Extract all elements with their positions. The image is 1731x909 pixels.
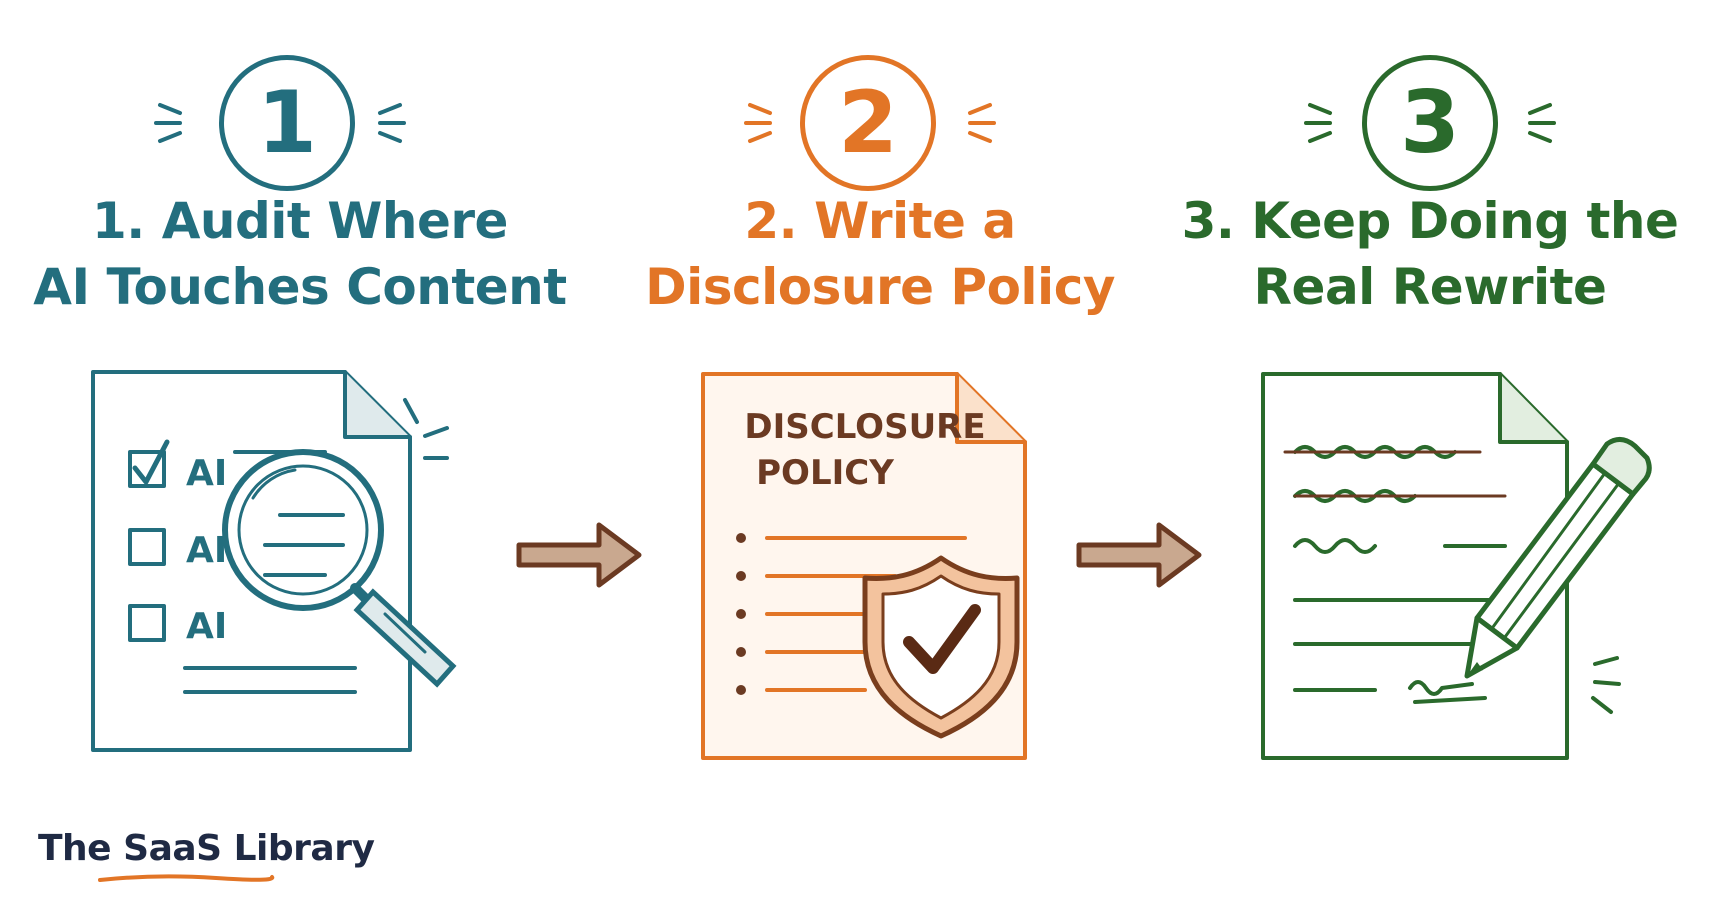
step-2-title: 2. Write a Disclosure Policy bbox=[620, 188, 1140, 320]
step-1-title: 1. Audit Where AI Touches Content bbox=[30, 188, 570, 320]
pencil-icon bbox=[1464, 437, 1652, 679]
rewrite-document-icon bbox=[1261, 372, 1652, 760]
doc-heading-line2: POLICY bbox=[756, 453, 894, 493]
checklist-label-2: AI bbox=[186, 530, 227, 571]
sparkle-lines-1 bbox=[154, 103, 406, 143]
checklist-document-icon: AI AI AI bbox=[91, 370, 457, 752]
magnifier-icon bbox=[222, 449, 457, 688]
doc-heading-line1: DISCLOSURE bbox=[744, 407, 985, 447]
step-3-title-line1: 3. Keep Doing the bbox=[1181, 192, 1679, 250]
shield-check-icon bbox=[862, 555, 1020, 739]
arrow-right-icon bbox=[516, 522, 642, 588]
brand-underline bbox=[98, 874, 275, 882]
step-1-title-line1: 1. Audit Where bbox=[92, 192, 508, 250]
step-2-title-line2: Disclosure Policy bbox=[645, 258, 1115, 316]
sparkle-lines-2 bbox=[744, 103, 996, 143]
sparkle-lines-3 bbox=[1304, 103, 1556, 143]
checklist-label-1: AI bbox=[186, 453, 227, 494]
arrow-right-icon-2 bbox=[1076, 522, 1202, 588]
step-3-title-line2: Real Rewrite bbox=[1253, 258, 1607, 316]
checklist-label-3: AI bbox=[186, 606, 227, 647]
brand-name: The SaaS Library bbox=[38, 828, 375, 869]
policy-document-icon: DISCLOSURE POLICY bbox=[701, 372, 1027, 760]
step-3-title: 3. Keep Doing the Real Rewrite bbox=[1170, 188, 1690, 320]
number-2-icon: 2 bbox=[800, 55, 936, 191]
step-2-title-line1: 2. Write a bbox=[744, 192, 1016, 250]
number-3-icon: 3 bbox=[1362, 55, 1498, 191]
number-1-icon: 1 bbox=[219, 55, 355, 191]
step-1-title-line2: AI Touches Content bbox=[33, 258, 567, 316]
